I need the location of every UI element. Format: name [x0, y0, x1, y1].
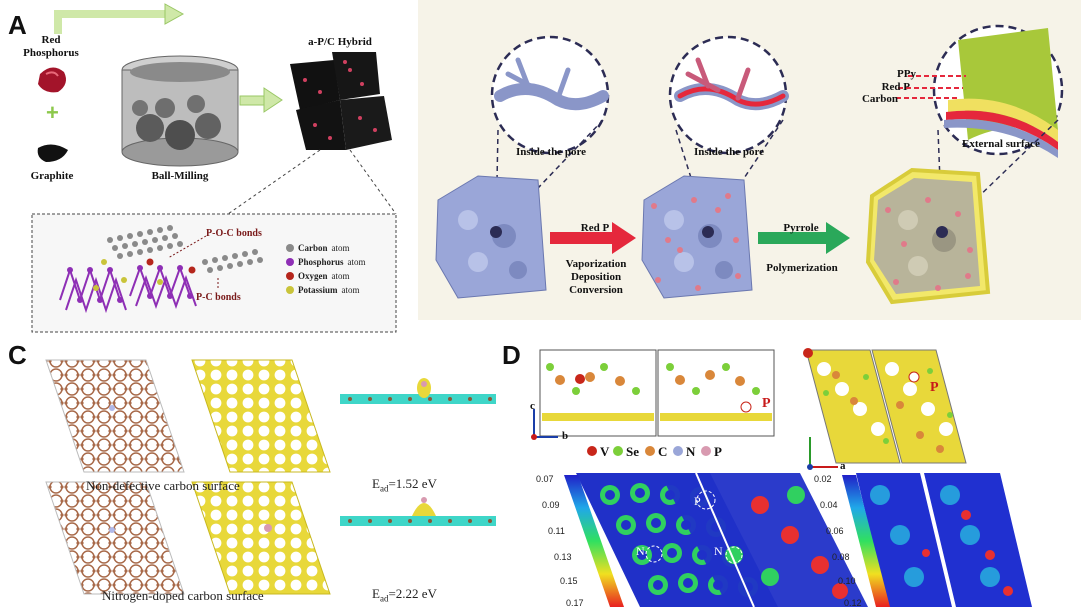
cbar-right-tick-3: 0.08: [832, 552, 850, 562]
legend-n: N: [686, 444, 696, 459]
cbar-left-tick-4: 0.15: [560, 576, 578, 586]
label-deposition: Deposition: [570, 271, 622, 283]
cbar-right-tick-5: 0.12: [844, 598, 862, 608]
label-pc-bonds: P-C bonds: [196, 292, 241, 303]
legend-v: V: [600, 444, 610, 459]
cbar-right-tick-4: 0.10: [838, 576, 856, 586]
cbar-left-tick-2: 0.11: [548, 526, 565, 536]
label-non-defective-surface: Non-defective carbon surface: [86, 478, 240, 493]
label-carbon-layer: Carbon: [861, 93, 898, 105]
panel-letter-c: C: [8, 340, 27, 370]
label-hybrid: a-P/C Hybrid: [308, 36, 372, 48]
cbar-right-tick-0: 0.02: [814, 474, 832, 484]
legend-p: P: [714, 444, 722, 459]
label-n-doped-surface: Nitrogen-doped carbon surface: [102, 588, 264, 603]
panel-letter-a: A: [8, 10, 27, 40]
label-inside-pore-2: Inside the pore: [693, 146, 765, 158]
label-n-right: N: [714, 544, 723, 558]
panel-a-drawing: [31, 3, 397, 333]
legend-se: Se: [626, 444, 639, 459]
label-red-p-layer: Red P: [881, 81, 910, 93]
label-arrow1-top: Red P: [580, 222, 610, 234]
label-n-left: N: [636, 544, 645, 558]
legend-c: C: [658, 444, 668, 459]
label-external-surface: External surface: [962, 138, 1040, 150]
label-ead-1: Ead=1.52 eV: [372, 476, 437, 494]
label-ead-2: Ead=2.22 eV: [372, 586, 437, 604]
label-p-heatmap: P: [694, 494, 701, 508]
axis-label-a: a: [840, 460, 846, 472]
label-graphite: Graphite: [30, 170, 74, 182]
cbar-left-tick-1: 0.09: [542, 500, 560, 510]
axis-label-c: c: [530, 400, 535, 412]
label-p-top: P: [930, 380, 939, 395]
panel-c-drawing: [45, 359, 496, 595]
label-ppy-layer: PPy: [897, 68, 916, 80]
label-p-side: P: [762, 396, 771, 411]
cbar-right-tick-2: 0.06: [826, 526, 844, 536]
cbar-left-tick-5: 0.17: [566, 598, 584, 608]
panel-b-drawing: [418, 0, 1081, 320]
label-conversion: Conversion: [569, 284, 623, 296]
label-red-phosphorus: Red Phosphorus: [23, 34, 79, 59]
axis-label-b: b: [562, 430, 569, 442]
label-poc-bonds: P-O-C bonds: [206, 228, 262, 239]
label-ball-milling: Ball-Milling: [151, 170, 209, 182]
cbar-left-tick-0: 0.07: [536, 474, 554, 484]
panel-d-drawing: [531, 348, 1032, 608]
label-vaporization: Vaporization: [565, 258, 627, 270]
cbar-left-tick-3: 0.13: [554, 552, 572, 562]
panel-letter-d: D: [502, 340, 521, 370]
cbar-right-tick-1: 0.04: [820, 500, 838, 510]
label-arrow2-top: Pyrrole: [783, 222, 819, 234]
label-polymerization: Polymerization: [766, 262, 838, 274]
label-inside-pore-1: Inside the pore: [515, 146, 587, 158]
plus-sign: +: [46, 100, 59, 125]
